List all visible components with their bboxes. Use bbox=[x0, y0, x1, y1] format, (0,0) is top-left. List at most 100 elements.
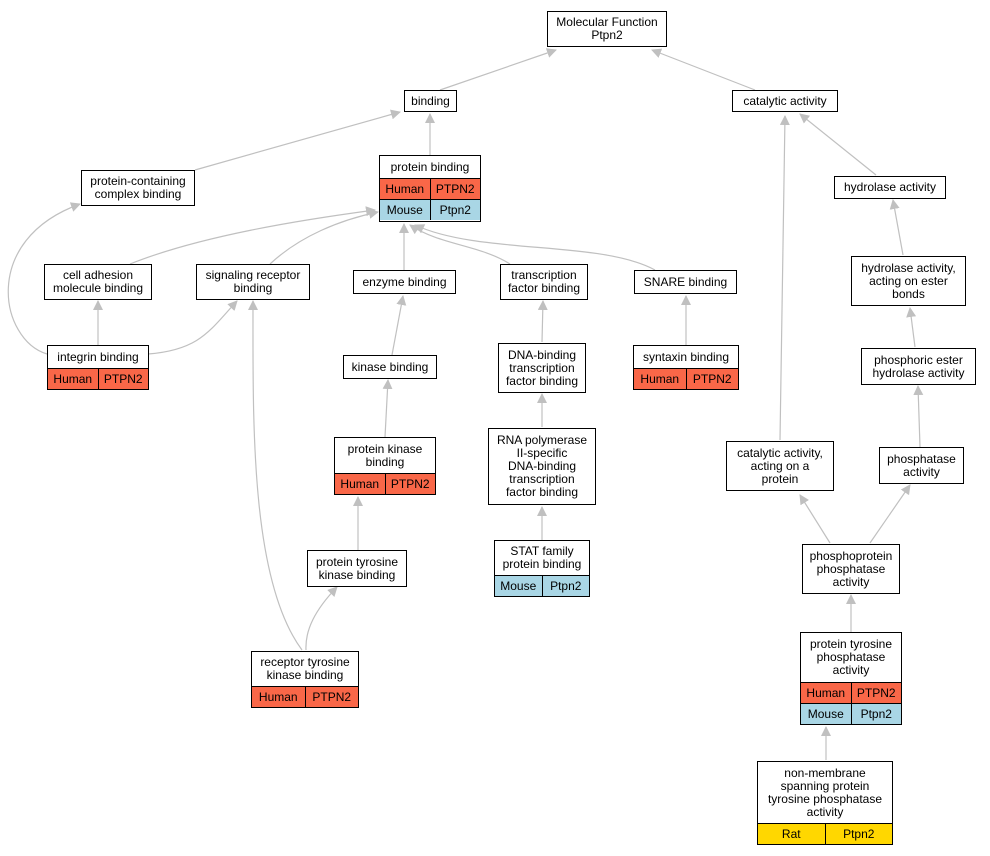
node-label: enzyme binding bbox=[362, 274, 447, 289]
node-binding[interactable]: binding bbox=[404, 90, 457, 112]
node-label: catalytic activity bbox=[743, 93, 827, 108]
species-row-mouse: Mouse Ptpn2 bbox=[495, 575, 589, 596]
species-gene: PTPN2 bbox=[429, 179, 481, 199]
edge-pcb-to-binding bbox=[194, 109, 401, 171]
node-protein-kinase-binding[interactable]: protein kinase binding Human PTPN2 bbox=[334, 437, 436, 495]
node-syntaxin-binding[interactable]: syntaxin binding Human PTPN2 bbox=[633, 345, 739, 390]
node-receptor-tyrosine-kinase-binding[interactable]: receptor tyrosine kinase binding Human P… bbox=[251, 651, 359, 708]
node-label: phosphoprotein phosphatase activity bbox=[809, 548, 893, 589]
node-enzyme-binding[interactable]: enzyme binding bbox=[353, 270, 456, 294]
node-cell-adhesion-molecule-binding[interactable]: cell adhesion molecule binding bbox=[44, 264, 152, 300]
species-row-human: Human PTPN2 bbox=[380, 178, 480, 199]
node-catalytic-activity[interactable]: catalytic activity bbox=[732, 90, 838, 112]
node-stat-family-protein-binding[interactable]: STAT family protein binding Mouse Ptpn2 bbox=[494, 540, 590, 597]
species-row-mouse: Mouse Ptpn2 bbox=[380, 199, 480, 220]
edge-catalytic-to-mf bbox=[651, 48, 756, 91]
edge-hydrolase-to-catalytic bbox=[799, 113, 877, 176]
node-label: transcription factor binding bbox=[507, 268, 581, 295]
edge-integrin-to-srb bbox=[147, 300, 238, 355]
species-row-human: Human PTPN2 bbox=[634, 368, 738, 389]
edge-srb-to-pb bbox=[269, 208, 379, 265]
species-row-human: Human PTPN2 bbox=[252, 686, 358, 707]
node-kinase-binding[interactable]: kinase binding bbox=[343, 355, 437, 379]
node-label: protein kinase binding bbox=[347, 441, 423, 469]
species-gene: PTPN2 bbox=[97, 369, 149, 389]
node-label: protein tyrosine kinase binding bbox=[315, 554, 399, 582]
node-rna-polymerase-ii-dna-binding-tf-binding[interactable]: RNA polymerase II-specific DNA-binding t… bbox=[488, 428, 596, 505]
node-protein-tyrosine-phosphatase-activity[interactable]: protein tyrosine phosphatase activity Hu… bbox=[800, 632, 902, 725]
node-label: kinase binding bbox=[351, 359, 429, 374]
species-organism: Human bbox=[53, 372, 93, 386]
species-row-rat: Rat Ptpn2 bbox=[758, 823, 892, 844]
node-catalytic-activity-acting-on-a-protein[interactable]: catalytic activity, acting on a protein bbox=[726, 441, 834, 491]
node-label: signaling receptor binding bbox=[205, 268, 301, 295]
node-snare-binding[interactable]: SNARE binding bbox=[634, 270, 737, 294]
edge-pkb-to-kinase bbox=[382, 379, 393, 438]
node-label: phosphatase activity bbox=[887, 451, 956, 479]
node-molecular-function[interactable]: Molecular Function Ptpn2 bbox=[547, 11, 667, 47]
species-gene: Ptpn2 bbox=[824, 824, 893, 844]
species-organism: Mouse bbox=[386, 203, 423, 217]
node-phosphoric-ester-hydrolase-activity[interactable]: phosphoric ester hydrolase activity bbox=[861, 348, 976, 385]
edge-tfb-to-pb bbox=[409, 224, 511, 265]
node-label: phosphoric ester hydrolase activity bbox=[872, 352, 965, 380]
node-protein-tyrosine-kinase-binding[interactable]: protein tyrosine kinase binding bbox=[307, 550, 407, 587]
node-label: SNARE binding bbox=[643, 274, 728, 289]
node-hydrolase-activity[interactable]: hydrolase activity bbox=[834, 176, 946, 199]
node-label: syntaxin binding bbox=[642, 349, 730, 364]
node-label: hydrolase activity, acting on ester bond… bbox=[861, 260, 956, 301]
edge-kinase-to-enz bbox=[391, 295, 407, 356]
edge-integrin-to-pcb bbox=[7, 202, 81, 355]
edge-phosphatase-to-phosester bbox=[913, 385, 924, 448]
node-label: non-membrane spanning protein tyrosine p… bbox=[767, 765, 883, 819]
node-label: hydrolase activity bbox=[843, 180, 937, 194]
node-label: STAT family protein binding bbox=[502, 544, 582, 571]
node-protein-binding[interactable]: protein binding Human PTPN2 Mouse Ptpn2 bbox=[379, 155, 481, 222]
species-organism: Mouse bbox=[807, 707, 844, 721]
species-row-human: Human PTPN2 bbox=[801, 682, 901, 703]
edge-cataprot-to-catalytic bbox=[779, 115, 790, 441]
node-label: protein-containing complex binding bbox=[90, 174, 186, 201]
node-label: RNA polymerase II-specific DNA-binding t… bbox=[496, 433, 588, 499]
species-row-human: Human PTPN2 bbox=[335, 473, 435, 494]
species-gene: PTPN2 bbox=[685, 369, 739, 389]
node-label: protein tyrosine phosphatase activity bbox=[809, 637, 893, 677]
species-organism: Human bbox=[640, 372, 680, 386]
edge-snare-to-pb bbox=[414, 224, 656, 271]
species-gene: PTPN2 bbox=[850, 683, 902, 703]
edge-dnatf-to-tfb bbox=[537, 300, 548, 343]
node-label: Molecular Function Ptpn2 bbox=[556, 15, 658, 42]
species-organism: Mouse bbox=[500, 579, 537, 593]
species-gene: Ptpn2 bbox=[429, 200, 481, 220]
node-integrin-binding[interactable]: integrin binding Human PTPN2 bbox=[47, 345, 149, 390]
node-dna-binding-transcription-factor-binding[interactable]: DNA-binding transcription factor binding bbox=[498, 343, 586, 393]
node-phosphoprotein-phosphatase-activity[interactable]: phosphoprotein phosphatase activity bbox=[802, 544, 900, 594]
node-phosphatase-activity[interactable]: phosphatase activity bbox=[879, 447, 964, 484]
edge-ppp-to-phosphatase bbox=[869, 484, 911, 544]
species-organism: Human bbox=[258, 690, 298, 704]
edge-rtkb-to-ptkb bbox=[305, 586, 338, 651]
node-hydrolase-activity-acting-on-ester-bonds[interactable]: hydrolase activity, acting on ester bond… bbox=[851, 256, 966, 306]
species-gene: Ptpn2 bbox=[541, 576, 590, 596]
node-label: DNA-binding transcription factor binding bbox=[505, 347, 579, 388]
edge-phosester-to-hydester bbox=[906, 307, 917, 348]
species-gene: PTPN2 bbox=[384, 474, 436, 494]
species-gene: Ptpn2 bbox=[850, 704, 902, 724]
node-protein-containing-complex-binding[interactable]: protein-containing complex binding bbox=[81, 170, 195, 206]
node-label: receptor tyrosine kinase binding bbox=[260, 655, 350, 682]
node-transcription-factor-binding[interactable]: transcription factor binding bbox=[500, 264, 588, 300]
species-organism: Human bbox=[806, 686, 846, 700]
node-signaling-receptor-binding[interactable]: signaling receptor binding bbox=[196, 264, 310, 300]
edge-hydester-to-hydrolase bbox=[889, 199, 904, 256]
species-row-mouse: Mouse Ptpn2 bbox=[801, 703, 901, 724]
edge-cam-to-pb bbox=[129, 206, 376, 265]
node-label: catalytic activity, acting on a protein bbox=[737, 445, 823, 486]
node-label: binding bbox=[411, 93, 450, 108]
species-organism: Rat bbox=[781, 827, 801, 841]
node-non-membrane-spanning-protein-tyrosine-phosphatase-activity[interactable]: non-membrane spanning protein tyrosine p… bbox=[757, 761, 893, 845]
edge-ppp-to-cataprot bbox=[799, 494, 831, 544]
node-label: protein binding bbox=[390, 159, 470, 174]
species-gene: PTPN2 bbox=[304, 687, 359, 707]
